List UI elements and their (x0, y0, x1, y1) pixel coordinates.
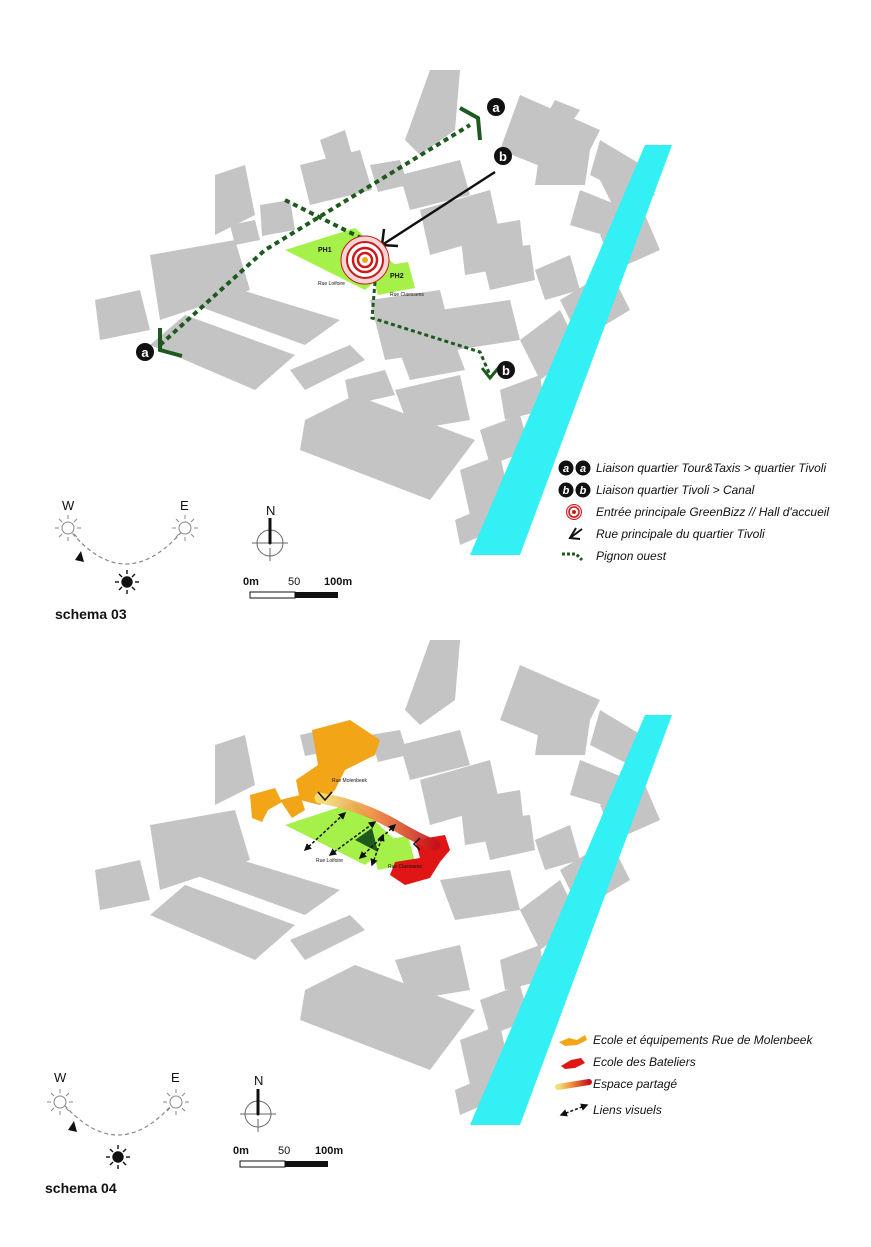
arrow-icon (558, 526, 596, 542)
compass-north-label: N (254, 1073, 264, 1088)
west-sun-icon (47, 1089, 73, 1115)
scale-bar (249, 591, 338, 599)
north-compass-icon (252, 518, 288, 561)
compass-north-label: N (266, 503, 276, 518)
north-compass-icon (240, 1089, 276, 1132)
street-label-claessens: Rue Claessens (388, 864, 422, 870)
marker-b-top: b (494, 147, 512, 165)
scale-label-end: 100m (324, 576, 353, 588)
schema-04-legend: Ecole et équipements Rue de Molenbeek Ec… (555, 1032, 865, 1142)
schema-03-panel: PH1 PH2 Rue Loifoire Rue Claessens (55, 70, 858, 622)
target-icon (558, 504, 596, 520)
marker-a-bottom: a (136, 343, 154, 361)
legend-item-pignon: Pignon ouest (558, 548, 666, 564)
svg-text:a: a (580, 463, 586, 475)
bb-markers-icon: b b (558, 482, 596, 498)
svg-text:a: a (492, 100, 500, 115)
svg-text:a: a (563, 463, 569, 475)
street-label-loifoire: Rue Loifoire (316, 858, 343, 864)
route-a-dashed-line (158, 123, 472, 347)
svg-text:b: b (580, 485, 587, 497)
svg-text:b: b (502, 363, 510, 378)
svg-text:a: a (141, 345, 149, 360)
legend-label: Liaison quartier Tivoli > Canal (596, 483, 755, 497)
legend-label: Pignon ouest (596, 549, 667, 563)
svg-text:b: b (499, 149, 507, 164)
legend-label: Rue principale du quartier Tivoli (596, 527, 765, 541)
east-sun-icon (163, 1089, 189, 1115)
legend-item-entrance: Entrée principale GreenBizz // Hall d'ac… (558, 504, 829, 520)
canal (470, 145, 672, 555)
entry-arrows (317, 791, 421, 851)
legend-label: Espace partagé (593, 1077, 678, 1091)
schema-03-map: PH1 PH2 Rue Loifoire Rue Claessens (55, 70, 672, 599)
legend-item-route-a: a a Liaison quartier Tour&Taxis > quarti… (558, 460, 826, 476)
schema-03-legend: a a Liaison quartier Tour&Taxis > quarti… (558, 460, 858, 570)
canal (470, 715, 672, 1125)
compass-west-label: W (62, 498, 75, 513)
legend-label: Ecole des Bateliers (593, 1055, 696, 1069)
scale-label-end: 100m (315, 1145, 344, 1157)
orange-building-icon (555, 1032, 593, 1048)
route-b-endcap (480, 365, 502, 381)
scale-bar (239, 1160, 328, 1168)
compass-west-label: W (54, 1070, 67, 1085)
west-sun-icon (55, 515, 81, 541)
marker-b-bottom: b (497, 361, 515, 379)
svg-text:b: b (563, 485, 570, 497)
route-b-dashed-line (370, 281, 492, 376)
legend-label: Liens visuels (593, 1103, 662, 1117)
street-label-claessens: Rue Claessens (390, 292, 424, 298)
street-label-molenbeek: Rue Molenbeek (332, 778, 368, 784)
double-arrow-icon (555, 1102, 593, 1118)
schema-04-panel: Rue Molenbeek Rue Loifoire Rue Claessens (0, 630, 871, 1247)
legend-item-route-b: b b Liaison quartier Tivoli > Canal (558, 482, 754, 498)
legend-item-main-street: Rue principale du quartier Tivoli (558, 526, 765, 542)
green-plots (285, 802, 415, 870)
schema-04-title: schema 04 (45, 1180, 117, 1196)
sun-path-diagram (55, 515, 198, 594)
gradient-stroke-icon (555, 1076, 593, 1092)
red-building-icon (555, 1054, 593, 1070)
scale-label-mid: 50 (288, 576, 301, 588)
plot-label-ph2: PH2 (390, 273, 404, 280)
south-sun-icon (106, 1145, 130, 1169)
marker-a-top: a (487, 98, 505, 116)
schema-04-map: Rue Molenbeek Rue Loifoire Rue Claessens (47, 640, 672, 1169)
scale-label-zero: 0m (243, 576, 259, 588)
scale-label-zero: 0m (233, 1145, 249, 1157)
compass-east-label: E (180, 498, 189, 513)
schema-03-title: schema 03 (55, 606, 127, 622)
entrance-target-icon (340, 235, 390, 285)
school-molenbeek-orange-building (250, 720, 380, 822)
aa-markers-icon: a a (558, 460, 596, 476)
dashed-line-icon (558, 548, 596, 564)
sun-path-diagram (47, 1089, 189, 1169)
legend-label: Entrée principale GreenBizz // Hall d'ac… (596, 505, 830, 519)
legend-item-shared-space: Espace partagé (555, 1076, 677, 1092)
legend-label: Ecole et équipements Rue de Molenbeek (593, 1033, 813, 1047)
plot-label-ph1: PH1 (318, 247, 332, 254)
route-a-endcaps (158, 106, 482, 358)
scale-label-mid: 50 (278, 1145, 291, 1157)
legend-item-bateliers-school: Ecole des Bateliers (555, 1054, 696, 1070)
legend-label: Liaison quartier Tour&Taxis > quartier T… (596, 461, 827, 475)
south-sun-icon (115, 570, 139, 594)
east-sun-icon (172, 515, 198, 541)
legend-item-visual-links: Liens visuels (555, 1102, 662, 1118)
legend-item-molenbeek-school: Ecole et équipements Rue de Molenbeek (555, 1032, 812, 1048)
compass-east-label: E (171, 1070, 180, 1085)
street-label-loifoire: Rue Loifoire (318, 281, 345, 287)
visual-links-arrows (303, 811, 397, 867)
